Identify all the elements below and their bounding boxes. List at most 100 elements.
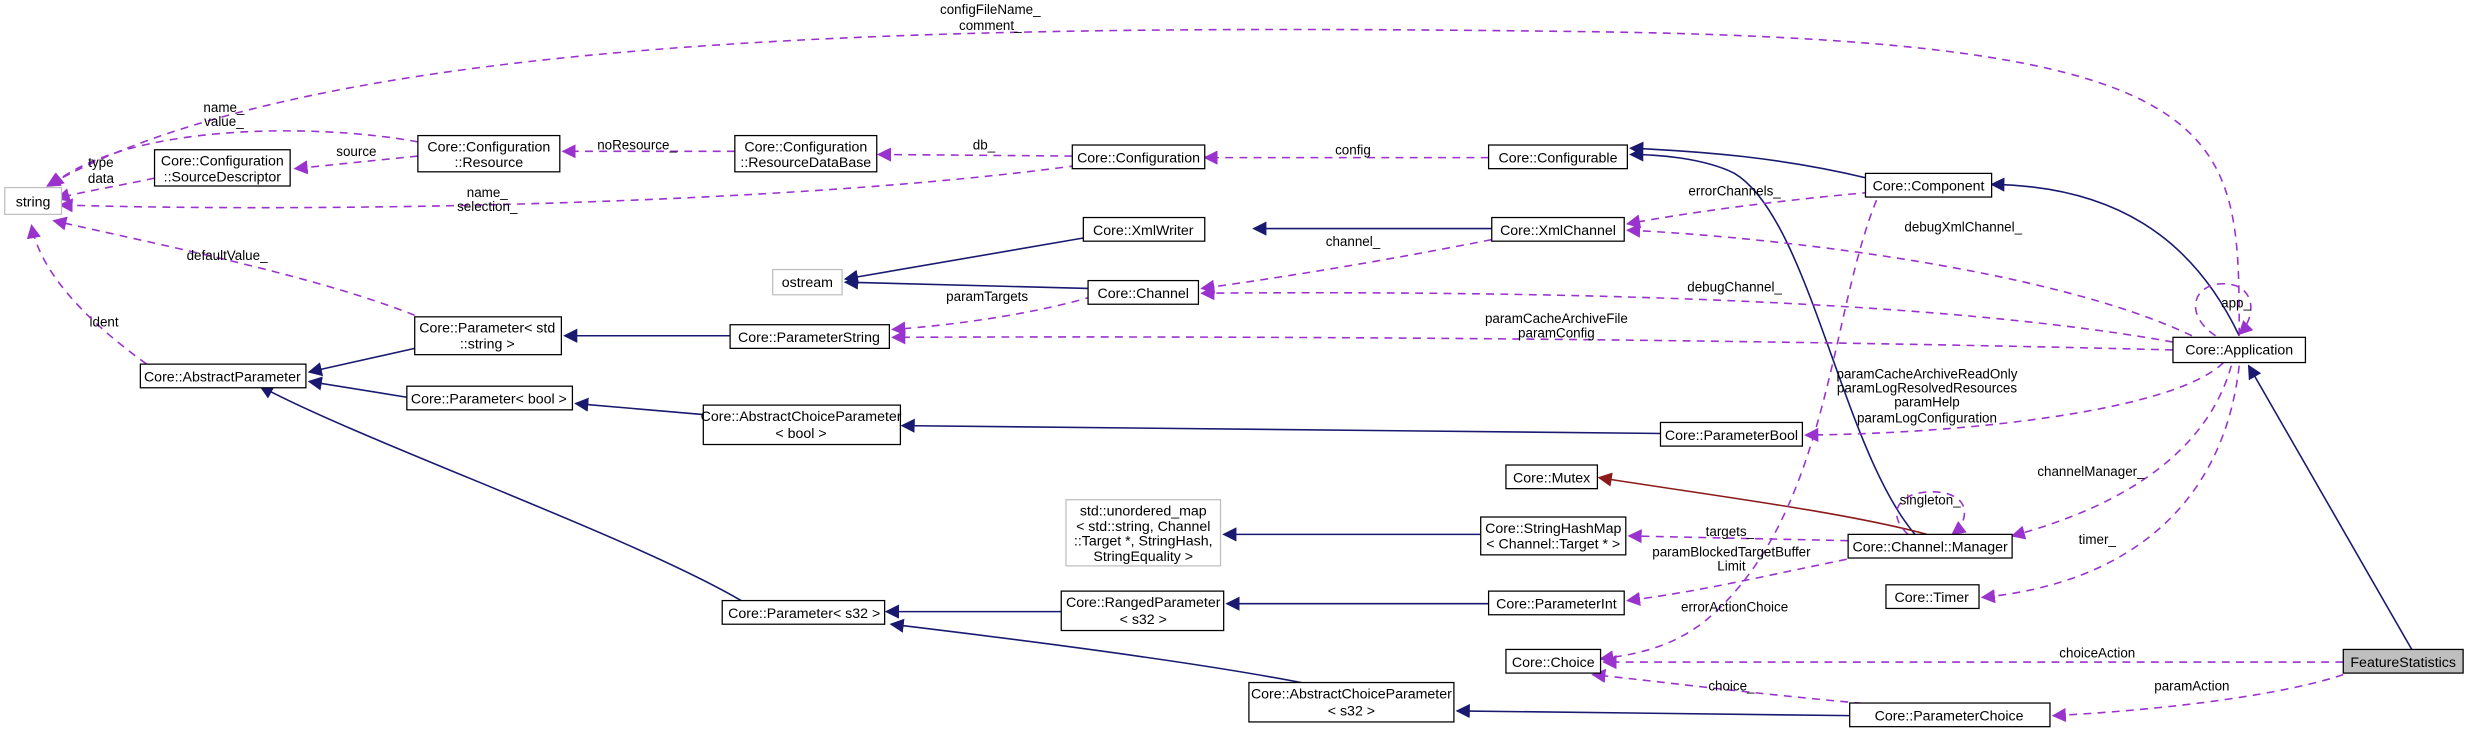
edge-label: type bbox=[88, 155, 113, 170]
node-channel-manager[interactable]: Core::Channel::Manager bbox=[1847, 533, 2013, 559]
node-ostream[interactable]: ostream bbox=[772, 268, 843, 296]
node-label: Core::Channel::Manager bbox=[1853, 540, 2009, 556]
edge-label: paramConfig bbox=[1518, 325, 1595, 340]
node-parameter-choice[interactable]: Core::ParameterChoice bbox=[1849, 702, 2051, 728]
node-application[interactable]: Core::Application bbox=[2172, 336, 2307, 364]
edge-label: paramAction bbox=[2154, 678, 2229, 693]
node-parameter-std-string[interactable]: Core::Parameter< std ::string > bbox=[414, 316, 563, 356]
node-label-line: < std::string, Channel bbox=[1076, 519, 1210, 535]
edge-channelmanager bbox=[2010, 365, 2233, 540]
node-string-hash-map[interactable]: Core::StringHashMap < Channel::Target * … bbox=[1480, 516, 1627, 556]
node-label-line: std::unordered_map bbox=[1080, 503, 1207, 519]
node-parameter-s32[interactable]: Core::Parameter< s32 > bbox=[721, 599, 886, 625]
node-label: Core::Application bbox=[2185, 343, 2293, 359]
edge-label: db_ bbox=[973, 138, 996, 153]
node-label-line: Core::Configuration bbox=[427, 139, 550, 155]
edge-ident bbox=[26, 224, 148, 365]
node-abstract-parameter[interactable]: Core::AbstractParameter bbox=[139, 363, 307, 389]
edge-name-value bbox=[49, 130, 419, 187]
node-parameter-int[interactable]: Core::ParameterInt bbox=[1487, 590, 1625, 616]
node-channel[interactable]: Core::Channel bbox=[1087, 279, 1200, 305]
edge-label: value_ bbox=[204, 114, 244, 129]
edge-paramtargets bbox=[891, 295, 1094, 336]
node-unordered-map[interactable]: std::unordered_map < std::string, Channe… bbox=[1065, 499, 1222, 567]
node-xml-channel[interactable]: Core::XmlChannel bbox=[1491, 216, 1625, 242]
edge-label: errorActionChoice bbox=[1681, 600, 1788, 615]
node-label: Core::Mutex bbox=[1513, 470, 1590, 486]
edge-label: source bbox=[336, 144, 376, 159]
edge-abschoicebool-parambool bbox=[900, 418, 1661, 435]
edge-label: app_ bbox=[2221, 295, 2251, 310]
node-label: FeatureStatistics bbox=[2350, 655, 2456, 671]
edge-label: choiceAction bbox=[2059, 645, 2135, 660]
edge-singleton bbox=[1895, 491, 1967, 536]
node-component[interactable]: Core::Component bbox=[1864, 172, 1993, 198]
node-label: Core::ParameterString bbox=[738, 330, 880, 346]
node-choice[interactable]: Core::Choice bbox=[1505, 648, 1602, 674]
node-label-line: Core::Configuration bbox=[161, 154, 284, 170]
node-label-line: < Channel::Target * > bbox=[1486, 537, 1620, 553]
node-resource-database[interactable]: Core::Configuration ::ResourceDataBase bbox=[734, 134, 878, 173]
node-label-line: Core::AbstractChoiceParameter bbox=[701, 409, 902, 425]
edge-label: timer_ bbox=[2079, 532, 2117, 547]
edge-configurable-configuration bbox=[1629, 141, 1868, 179]
edge-choice bbox=[1591, 668, 1877, 706]
node-parameter-bool-template[interactable]: Core::Parameter< bool > bbox=[406, 385, 574, 411]
node-label-line: ::ResourceDataBase bbox=[740, 155, 871, 171]
node-label: Core::Parameter< bool > bbox=[411, 392, 567, 408]
edge-xmlwriter-ostream bbox=[843, 237, 1084, 284]
edge-paramcachearchivefile bbox=[891, 330, 2173, 351]
node-string[interactable]: string bbox=[4, 186, 63, 216]
node-label: Core::Parameter< s32 > bbox=[728, 606, 880, 622]
node-label-line: Core::RangedParameter bbox=[1066, 595, 1221, 611]
edge-label: comment_ bbox=[959, 18, 1022, 33]
node-label: Core::Configuration bbox=[1077, 150, 1200, 166]
edge-label: choice_ bbox=[1708, 678, 1755, 693]
node-label: Core::Timer bbox=[1895, 590, 1970, 606]
node-resource[interactable]: Core::Configuration ::Resource bbox=[417, 134, 561, 173]
node-label-line: Core::Configuration bbox=[744, 139, 867, 155]
node-abstract-choice-bool[interactable]: Core::AbstractChoiceParameter < bool > bbox=[701, 404, 902, 446]
node-mutex[interactable]: Core::Mutex bbox=[1505, 464, 1599, 490]
node-label-line: < s32 > bbox=[1328, 704, 1375, 720]
node-ranged-parameter[interactable]: Core::RangedParameter < s32 > bbox=[1060, 590, 1225, 632]
node-label: Core::XmlWriter bbox=[1093, 223, 1194, 239]
edge-params32-abstractparam bbox=[258, 385, 742, 602]
edge-label: noResource_ bbox=[597, 138, 677, 153]
edge-label: channel_ bbox=[1326, 234, 1381, 249]
edge-label: paramTargets bbox=[946, 289, 1028, 304]
edge-manager-configurable bbox=[1990, 177, 2240, 337]
node-timer[interactable]: Core::Timer bbox=[1885, 584, 1980, 610]
edge-label: targets_ bbox=[1706, 524, 1755, 539]
node-label-line: < bool > bbox=[775, 426, 826, 442]
node-abstract-choice-s32[interactable]: Core::AbstractChoiceParameter < s32 > bbox=[1248, 681, 1455, 723]
node-label: Core::ParameterChoice bbox=[1875, 708, 2024, 724]
node-parameter-string[interactable]: Core::ParameterString bbox=[729, 324, 891, 349]
edge-label: selection_ bbox=[457, 199, 518, 214]
edge-label: errorChannels_ bbox=[1688, 183, 1781, 198]
node-source-descriptor[interactable]: Core::Configuration ::SourceDescriptor bbox=[153, 149, 291, 187]
edge-label: paramLogResolvedResources bbox=[1837, 381, 2017, 396]
edge-db bbox=[876, 147, 1073, 162]
edge-source bbox=[293, 155, 418, 175]
node-feature-statistics[interactable]: FeatureStatistics bbox=[2342, 648, 2464, 674]
node-label: Core::XmlChannel bbox=[1500, 223, 1616, 239]
node-label-line: < s32 > bbox=[1120, 612, 1167, 628]
node-label: ostream bbox=[782, 275, 833, 291]
edge-label: paramHelp bbox=[1894, 395, 1960, 410]
node-label-line: ::SourceDescriptor bbox=[164, 169, 282, 185]
edge-label: ident bbox=[90, 314, 119, 329]
node-configuration[interactable]: Core::Configuration bbox=[1071, 144, 1206, 170]
edge-abschoices32-params32 bbox=[889, 618, 1309, 685]
edge-label: channelManager_ bbox=[2037, 464, 2145, 479]
edge-label: defaultValue_ bbox=[187, 248, 268, 263]
edge-app bbox=[2194, 282, 2254, 337]
edge-label: paramLogConfiguration bbox=[1857, 410, 1997, 425]
node-parameter-bool[interactable]: Core::ParameterBool bbox=[1659, 421, 1804, 447]
edge-label: debugChannel_ bbox=[1687, 280, 1782, 295]
node-configurable[interactable]: Core::Configurable bbox=[1487, 144, 1628, 170]
edge-label: paramCacheArchiveReadOnly bbox=[1837, 366, 2018, 381]
edge-timer bbox=[1980, 365, 2240, 604]
node-xml-writer[interactable]: Core::XmlWriter bbox=[1082, 216, 1206, 242]
